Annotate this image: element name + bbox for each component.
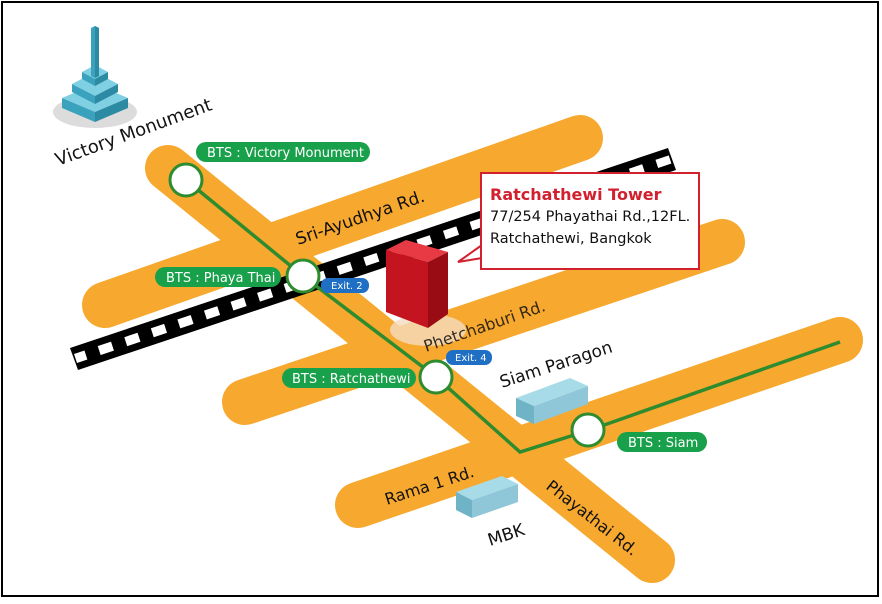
monument-icon: [53, 26, 137, 128]
destination-address-line1: 77/254 Phayathai Rd.,12FL.: [490, 209, 691, 225]
station-label-text: BTS : Phaya Thai: [166, 271, 275, 286]
bts-line: [184, 178, 841, 454]
station-circle-icon[interactable]: [285, 258, 321, 294]
destination-callout: Ratchathewi Tower 77/254 Phayathai Rd.,1…: [480, 172, 700, 270]
station-label-ratchathewi[interactable]: BTS : Ratchathewi: [282, 368, 416, 388]
station-label-siam[interactable]: BTS : Siam: [617, 432, 707, 452]
exit-badge-text: Exit. 2: [331, 281, 363, 292]
station-circles: [168, 162, 606, 448]
destination-address-line2: Ratchathewi, Bangkok: [490, 231, 652, 247]
tower-building-icon: [386, 240, 466, 346]
station-label-text: BTS : Siam: [628, 436, 698, 451]
landmark-label-mbk: MBK: [485, 520, 528, 551]
exit-badge-text: Exit. 4: [455, 353, 487, 364]
exit-badge-4[interactable]: Exit. 4: [446, 350, 492, 365]
exit-badge-2[interactable]: Exit. 2: [321, 278, 369, 293]
station-label-victory-monument[interactable]: BTS : Victory Monument: [196, 142, 370, 162]
siam-paragon-building-icon: [516, 378, 588, 424]
destination-name: Ratchathewi Tower: [490, 185, 662, 204]
station-label-phaya-thai[interactable]: BTS : Phaya Thai: [155, 267, 281, 287]
station-circle-icon[interactable]: [418, 359, 454, 395]
station-circle-icon[interactable]: [168, 162, 204, 198]
mbk-building-icon: [456, 476, 518, 518]
station-label-text: BTS : Victory Monument: [207, 146, 364, 161]
station-label-text: BTS : Ratchathewi: [292, 372, 411, 387]
station-circle-icon[interactable]: [570, 412, 606, 448]
callout-pointer: [457, 243, 483, 263]
